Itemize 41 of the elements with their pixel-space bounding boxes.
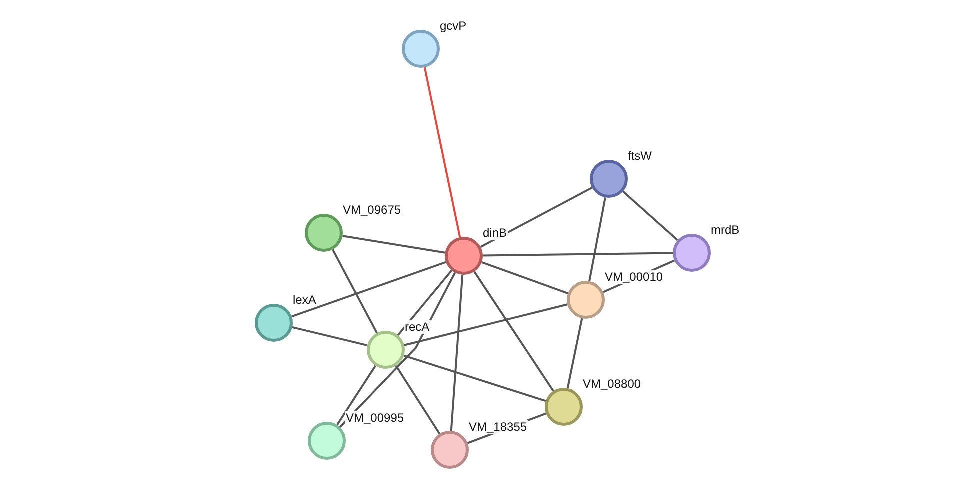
protein-node bbox=[590, 160, 628, 198]
interaction-line bbox=[292, 261, 446, 318]
protein-name: VM_00010 bbox=[604, 270, 664, 284]
protein-node bbox=[567, 281, 605, 319]
protein-node bbox=[402, 30, 440, 68]
interaction-line bbox=[588, 197, 606, 282]
protein-name: lexA bbox=[292, 293, 318, 307]
interaction-line bbox=[332, 249, 378, 334]
protein-node bbox=[431, 431, 469, 469]
interaction-line bbox=[339, 272, 456, 428]
protein-name: dinB bbox=[482, 226, 508, 240]
protein-node bbox=[673, 234, 711, 272]
interaction-line bbox=[404, 354, 546, 402]
protein-name: recA bbox=[404, 320, 431, 334]
interaction-line bbox=[395, 365, 441, 435]
interaction-line bbox=[482, 262, 568, 294]
protein-node bbox=[445, 237, 483, 275]
protein-node bbox=[367, 331, 405, 369]
interaction-line bbox=[336, 365, 376, 426]
protein-name: VM_08800 bbox=[582, 377, 642, 391]
interaction-line bbox=[482, 252, 674, 257]
protein-name: mrdB bbox=[710, 223, 741, 237]
interaction-line bbox=[342, 235, 446, 254]
interaction-line bbox=[450, 274, 464, 432]
interaction-line bbox=[397, 270, 453, 336]
protein-name: VM_00995 bbox=[345, 411, 406, 425]
interaction-line bbox=[474, 271, 554, 392]
protein-node bbox=[305, 214, 343, 252]
interaction-line bbox=[480, 187, 593, 248]
protein-node bbox=[255, 304, 293, 342]
interaction-line bbox=[424, 67, 462, 238]
protein-node bbox=[545, 388, 583, 426]
protein-name: VM_18355 bbox=[468, 420, 528, 434]
interaction-line bbox=[292, 326, 368, 347]
protein-node bbox=[308, 422, 346, 460]
protein-name: VM_09675 bbox=[342, 203, 402, 217]
protein-name: ftsW bbox=[627, 149, 653, 163]
interaction-line bbox=[622, 190, 678, 242]
protein-name: gcvP bbox=[439, 19, 468, 33]
interaction-line bbox=[566, 318, 584, 389]
interaction-line bbox=[404, 304, 568, 346]
